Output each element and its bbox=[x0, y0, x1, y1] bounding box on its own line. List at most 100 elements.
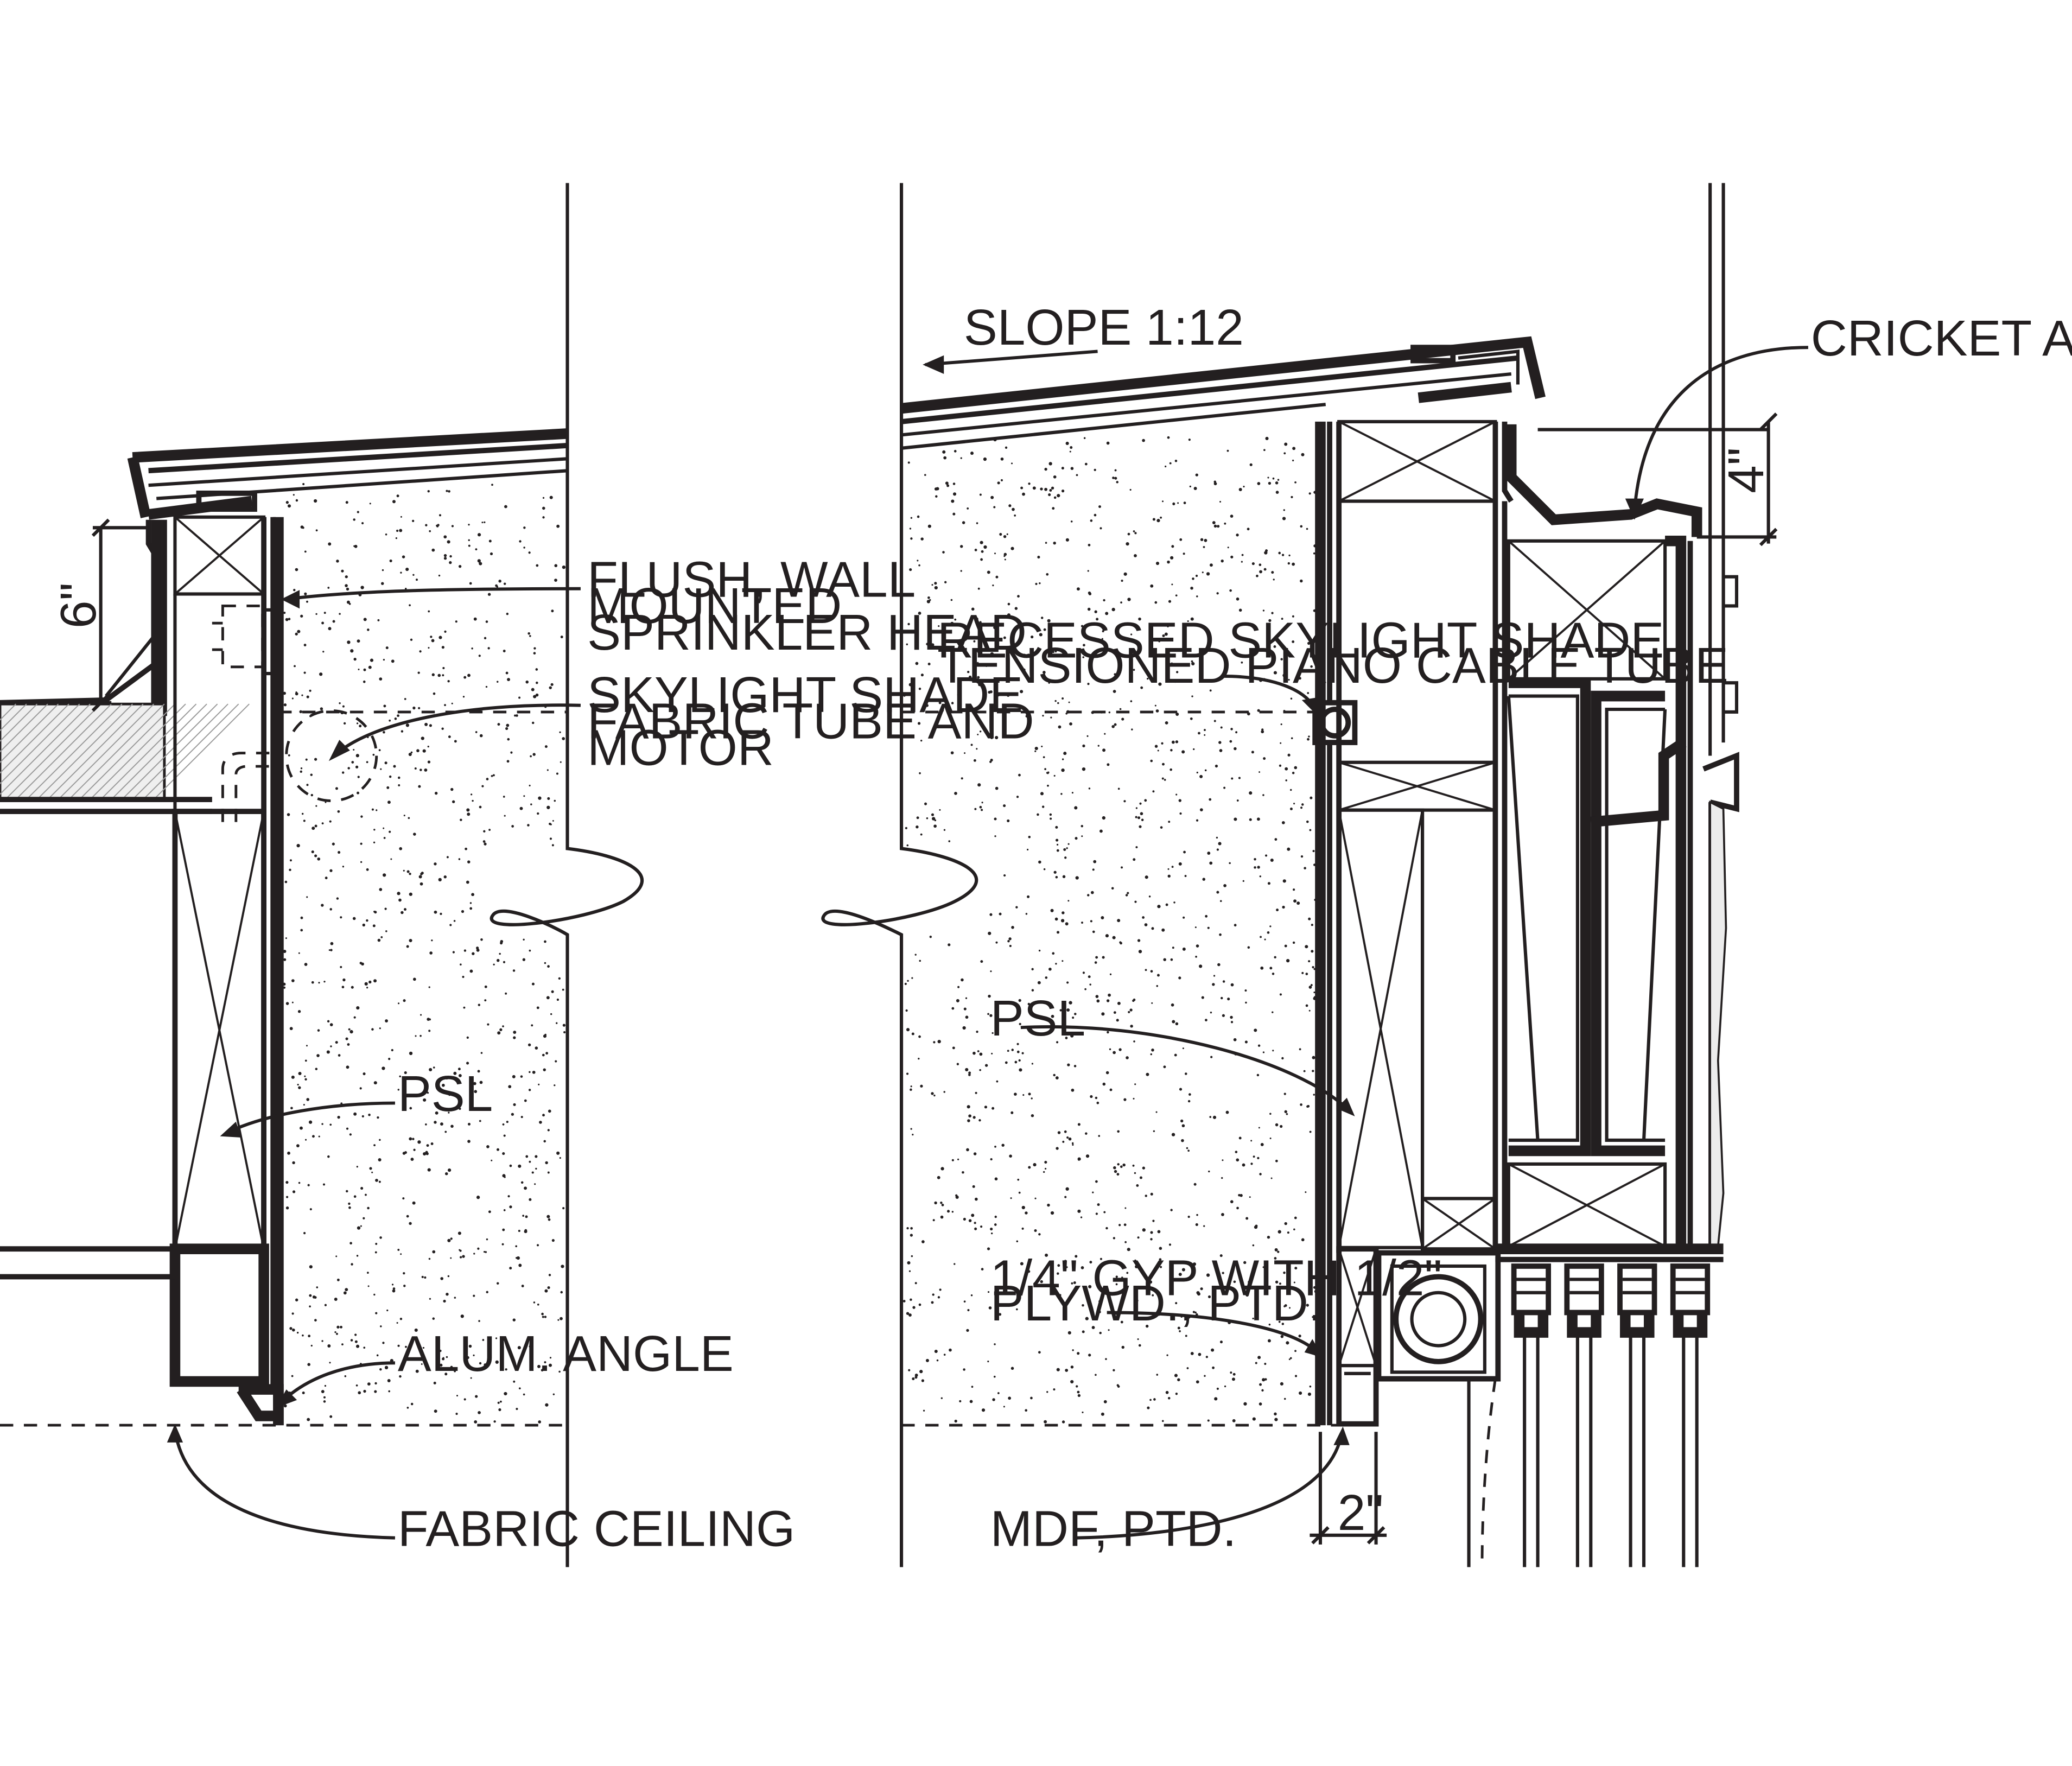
speckle-dot bbox=[992, 585, 994, 587]
speckle-dot bbox=[1056, 843, 1059, 846]
speckle-dot bbox=[1082, 1304, 1084, 1307]
speckle-dot bbox=[1128, 1011, 1130, 1013]
speckle-dot bbox=[990, 970, 992, 973]
speckle-dot bbox=[549, 496, 553, 499]
speckle-dot bbox=[1104, 627, 1108, 630]
speckle-dot bbox=[305, 758, 308, 761]
speckle-dot bbox=[326, 1050, 330, 1054]
speckle-dot bbox=[491, 484, 493, 486]
speckle-dot bbox=[1074, 806, 1078, 810]
speckle-dot bbox=[1150, 1053, 1152, 1056]
speckle-dot bbox=[1160, 516, 1162, 519]
speckle-dot bbox=[977, 676, 980, 679]
speckle-dot bbox=[452, 951, 455, 954]
speckle-dot bbox=[1269, 1137, 1272, 1139]
speckle-dot bbox=[973, 759, 976, 762]
speckle-dot bbox=[356, 1255, 359, 1257]
speckle-dot bbox=[1121, 717, 1124, 721]
speckle-dot bbox=[493, 1420, 496, 1423]
speckle-dot bbox=[379, 1368, 382, 1371]
speckle-dot bbox=[341, 1343, 344, 1345]
speckle-dot bbox=[373, 1081, 377, 1085]
speckle-dot bbox=[1171, 662, 1173, 664]
speckle-dot bbox=[1293, 1228, 1295, 1231]
speckle-dot bbox=[1082, 1411, 1084, 1413]
speckle-dot bbox=[366, 919, 368, 922]
speckle-dot bbox=[971, 1386, 974, 1388]
speckle-dot bbox=[291, 979, 295, 982]
speckle-dot bbox=[446, 1077, 448, 1080]
speckle-dot bbox=[329, 869, 333, 872]
speckle-dot bbox=[339, 702, 341, 704]
speckle-dot bbox=[321, 822, 324, 824]
speckle-dot bbox=[1250, 1140, 1253, 1142]
speckle-dot bbox=[519, 540, 522, 543]
speckle-dot bbox=[289, 1327, 293, 1330]
speckle-dot bbox=[1235, 731, 1238, 734]
speckle-dot bbox=[934, 582, 937, 585]
speckle-dot bbox=[342, 978, 346, 982]
speckle-dot bbox=[306, 1045, 308, 1047]
speckle-dot bbox=[950, 751, 954, 754]
speckle-dot bbox=[1309, 1130, 1312, 1133]
speckle-dot bbox=[363, 680, 366, 683]
speckle-dot bbox=[322, 1183, 326, 1186]
speckle-dot bbox=[1229, 589, 1232, 592]
speckle-dot bbox=[1200, 1287, 1203, 1291]
speckle-dot bbox=[410, 1158, 414, 1161]
speckle-dot bbox=[906, 1312, 910, 1315]
speckle-dot bbox=[396, 529, 399, 532]
speckle-dot bbox=[914, 1374, 918, 1377]
speckle-dot bbox=[1099, 829, 1103, 833]
speckle-dot bbox=[1034, 746, 1038, 751]
speckle-dot bbox=[908, 683, 912, 687]
speckle-dot bbox=[443, 875, 447, 879]
speckle-dot bbox=[516, 1257, 518, 1259]
speckle-dot bbox=[369, 1167, 372, 1170]
speckle-dot bbox=[488, 829, 491, 831]
speckle-dot bbox=[1046, 573, 1049, 576]
speckle-dot bbox=[1308, 986, 1312, 989]
speckle-dot bbox=[1174, 1374, 1178, 1377]
roof-membrane-left bbox=[127, 428, 568, 518]
speckle-dot bbox=[546, 1215, 550, 1218]
speckle-dot bbox=[963, 1300, 966, 1303]
speckle-dot bbox=[1259, 1383, 1262, 1386]
speckle-dot bbox=[1313, 1094, 1315, 1096]
speckle-dot bbox=[1157, 1230, 1161, 1234]
speckle-dot bbox=[404, 587, 407, 590]
speckle-dot bbox=[1040, 487, 1043, 491]
speckle-dot bbox=[1057, 1272, 1059, 1275]
speckle-dot bbox=[1204, 734, 1206, 736]
speckle-dot bbox=[1221, 1213, 1224, 1216]
speckle-dot bbox=[327, 1344, 331, 1348]
speckle-dot bbox=[379, 888, 383, 891]
speckle-dot bbox=[415, 579, 418, 581]
speckle-dot bbox=[443, 1299, 446, 1303]
speckle-dot bbox=[1152, 790, 1155, 793]
speckle-dot bbox=[931, 1301, 934, 1304]
speckle-dot bbox=[404, 698, 406, 700]
speckle-dot bbox=[1184, 875, 1187, 878]
speckle-dot bbox=[1067, 1063, 1070, 1066]
speckle-dot bbox=[1224, 1303, 1228, 1307]
speckle-dot bbox=[529, 1160, 531, 1163]
speckle-dot bbox=[938, 701, 942, 704]
speckle-dot bbox=[1042, 715, 1044, 717]
speckle-dot bbox=[910, 1128, 912, 1130]
speckle-dot bbox=[1155, 1111, 1158, 1113]
speckle-dot bbox=[1085, 1317, 1089, 1320]
speckle-dot bbox=[529, 784, 531, 786]
speckle-dot bbox=[1102, 956, 1105, 959]
speckle-dot bbox=[1209, 689, 1212, 692]
speckle-dot bbox=[377, 1116, 379, 1119]
speckle-dot bbox=[308, 1120, 313, 1124]
speckle-dot bbox=[948, 840, 951, 842]
speckle-dot bbox=[988, 931, 991, 935]
speckle-dot bbox=[344, 1375, 347, 1377]
speckle-dot bbox=[1195, 473, 1198, 477]
speckle-dot bbox=[509, 1205, 512, 1209]
speckle-dot bbox=[1154, 601, 1158, 604]
speckle-dot bbox=[933, 824, 937, 828]
speckle-dot bbox=[525, 1215, 528, 1218]
